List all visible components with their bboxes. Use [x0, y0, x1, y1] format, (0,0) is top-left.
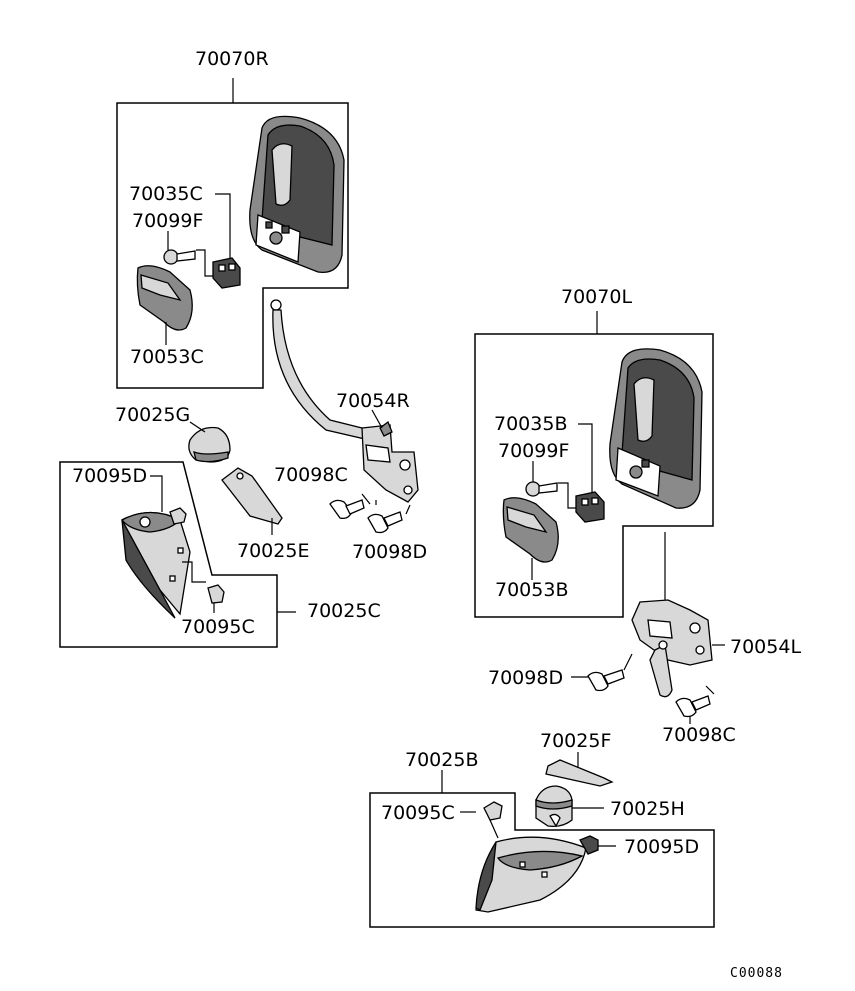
base-cover-70025C [121, 511, 191, 619]
mirror-assembly-right [116, 78, 349, 389]
label-70098C-left: 70098C [274, 464, 348, 486]
clip-70095D-right [579, 835, 599, 855]
clip-70095D-left [169, 507, 187, 525]
label-70053B: 70053B [495, 579, 568, 601]
label-70095C-left: 70095C [181, 616, 255, 638]
label-70095C-right: 70095C [381, 802, 455, 824]
label-70054R: 70054R [336, 390, 410, 412]
mirror-housing-left [609, 348, 703, 509]
stay-arm-left [631, 532, 725, 698]
label-70095D-left: 70095D [72, 465, 147, 487]
label-70098D-right: 70098D [488, 667, 563, 689]
screw-70099F-left [525, 481, 558, 497]
mirror-housing-right [249, 115, 345, 274]
label-70070L: 70070L [561, 286, 632, 308]
screw-70099F-right [163, 249, 196, 265]
label-70098C-right: 70098C [662, 724, 736, 746]
label-70053C: 70053C [130, 346, 204, 368]
bracket-70054R [361, 420, 419, 503]
cap-70025H [535, 785, 573, 828]
bracket-70054L [631, 599, 713, 698]
clip-70035B [575, 491, 605, 523]
plate-70025F [545, 759, 614, 787]
bolt-70098C-right [675, 685, 715, 718]
plate-70025E [221, 467, 283, 525]
bolt-70098C-left [329, 493, 371, 520]
label-70095D-right: 70095D [624, 836, 699, 858]
bolt-70098D-left [367, 504, 411, 534]
label-70035B: 70035B [494, 413, 567, 435]
label-70025C: 70025C [307, 600, 381, 622]
label-70099F-left: 70099F [498, 440, 569, 462]
label-70054L: 70054L [730, 636, 801, 658]
clip-70095C-left [207, 584, 225, 604]
clip-70095C-right [483, 801, 503, 821]
cover-70053C [136, 265, 193, 331]
base-cover-assembly-right [369, 752, 715, 928]
base-cover-70025B [475, 836, 587, 913]
label-70035C: 70035C [129, 183, 203, 205]
label-70025G: 70025G [115, 404, 190, 426]
base-cover-assembly-left [59, 461, 296, 648]
diagram-code: C00088 [730, 966, 783, 981]
clip-70035C [212, 257, 241, 289]
label-70025E: 70025E [237, 540, 309, 562]
stay-arm-right [270, 299, 419, 503]
cap-70025G [188, 426, 231, 463]
label-70025F: 70025F [540, 730, 611, 752]
cover-70053B [502, 497, 559, 563]
mirror-assembly-left [474, 311, 714, 618]
label-70098D-left: 70098D [352, 541, 427, 563]
label-70025H: 70025H [610, 798, 685, 820]
label-70025B: 70025B [405, 749, 478, 771]
label-70070R: 70070R [195, 48, 269, 70]
label-70099F-right: 70099F [132, 210, 203, 232]
bolt-70098D-right [587, 653, 633, 692]
